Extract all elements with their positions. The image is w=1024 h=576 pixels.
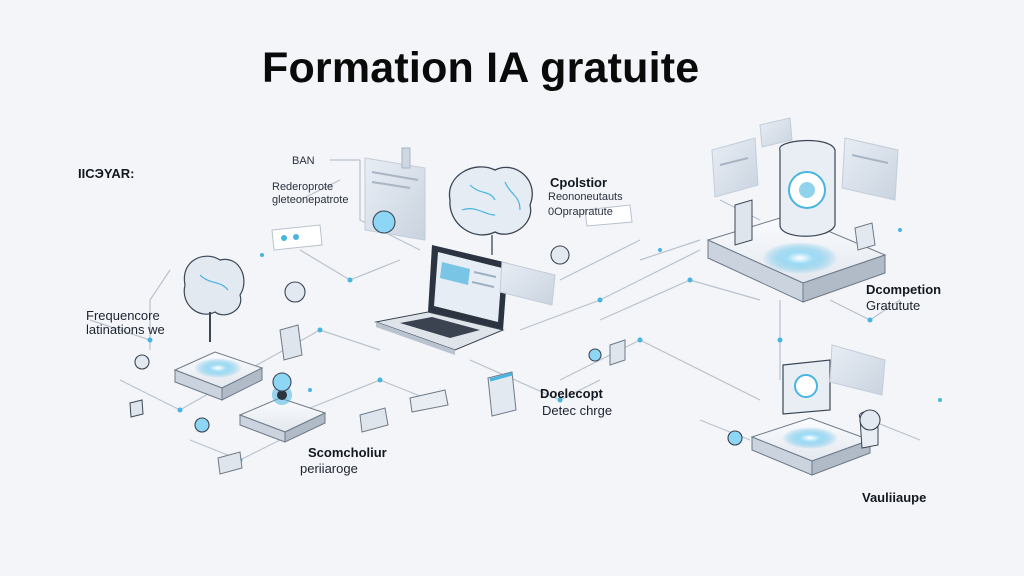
label-mid-line1: Detec chrge bbox=[542, 403, 613, 418]
page-title: Formation IA gratuite bbox=[262, 44, 700, 92]
label-top-line1: Rederoprote bbox=[272, 181, 334, 193]
label-center-line1: Reononeutauts bbox=[548, 191, 623, 203]
central-brain bbox=[448, 166, 533, 255]
label-top-line2: gleteonepatrote bbox=[272, 194, 349, 206]
label-left-line2: latinations we bbox=[86, 322, 165, 337]
label-bottom-line1: periiaroge bbox=[300, 461, 358, 476]
tag-panels bbox=[271, 204, 633, 306]
label-top-small: BAN bbox=[292, 155, 315, 167]
connection-dots bbox=[147, 213, 942, 463]
platform-right-bottom bbox=[750, 344, 886, 476]
label-mid-head: Doelecopt bbox=[540, 386, 603, 401]
label-center-head: Cpolstior bbox=[550, 175, 608, 190]
label-left-line1: Frequencore bbox=[86, 308, 160, 323]
lightbulb-icons bbox=[134, 210, 881, 446]
base-center-left bbox=[238, 385, 327, 443]
label-left-head: IICЭYAR: bbox=[78, 166, 135, 181]
brain-left bbox=[183, 255, 245, 342]
base-left bbox=[173, 351, 264, 401]
floating-panels-right bbox=[711, 117, 899, 201]
label-center-line2: 0Oprapratute bbox=[548, 206, 613, 218]
label-right-head: Dcompetion bbox=[866, 282, 942, 297]
label-bottom-right: Vauliiaupe bbox=[862, 490, 927, 505]
label-right-line1: Gratutute bbox=[866, 298, 921, 313]
label-bottom-head: Scomcholiur bbox=[308, 445, 387, 460]
laptop bbox=[374, 245, 508, 355]
